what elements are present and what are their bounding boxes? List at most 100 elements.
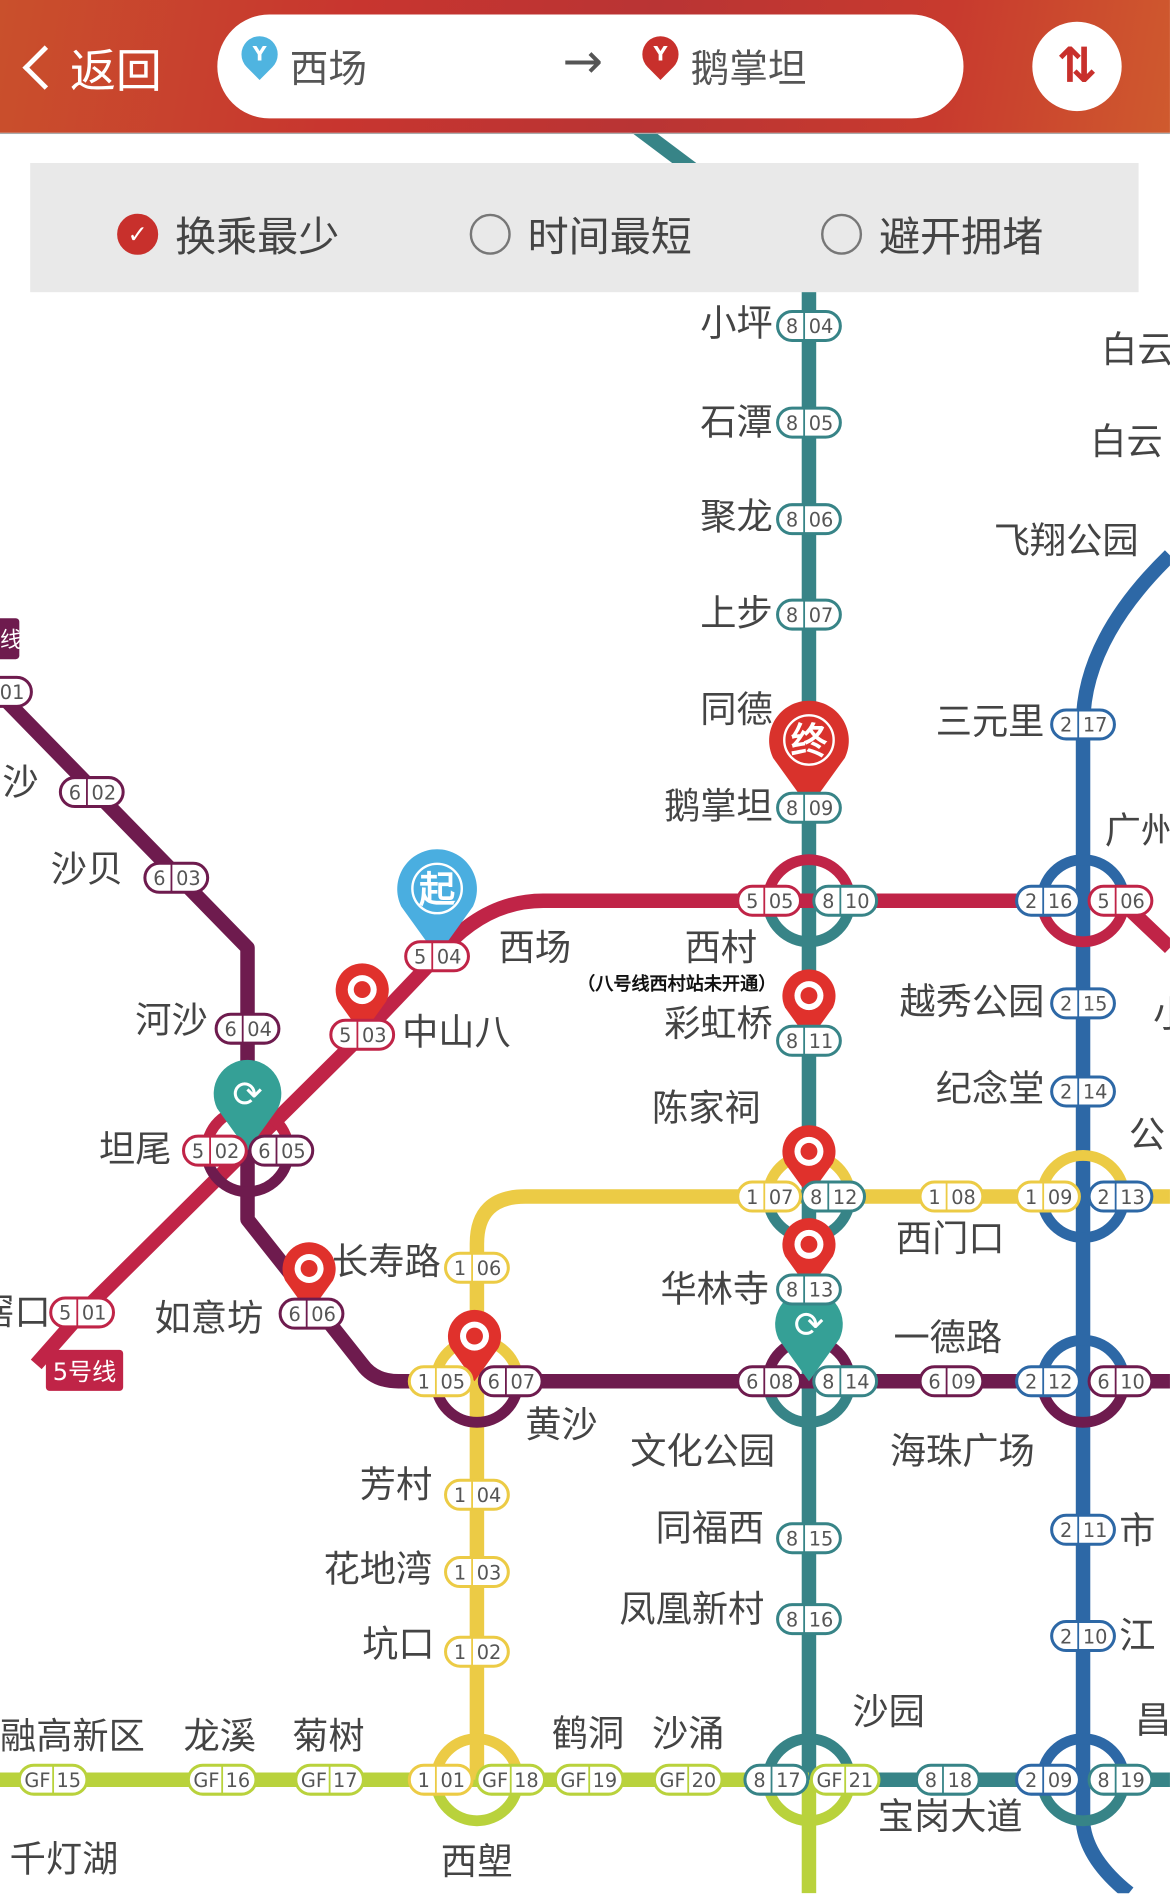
station-label[interactable]: 沙 — [2, 760, 38, 803]
station-label[interactable]: 坦尾 — [99, 1128, 171, 1171]
station-label[interactable]: 西村 — [685, 926, 757, 969]
to-station[interactable]: 鹅掌坦 — [690, 45, 807, 92]
station-label[interactable]: 上步 — [700, 591, 772, 634]
station-label[interactable]: 沙贝 — [51, 847, 123, 890]
station-label[interactable]: 昌 — [1135, 1699, 1170, 1742]
station-label[interactable]: 陈家祠 — [652, 1086, 761, 1129]
station-label[interactable]: 聚龙 — [700, 495, 772, 538]
station-label[interactable]: 融高新区 — [0, 1714, 145, 1757]
station-label[interactable]: 小坪 — [700, 302, 772, 345]
station-label[interactable]: 滘口 — [0, 1291, 51, 1334]
station-label[interactable]: 白云 — [1101, 328, 1170, 371]
station-label[interactable]: 市 — [1119, 1509, 1155, 1552]
option-avoid-congestion[interactable]: 避开拥堵 — [821, 204, 1043, 263]
station-label[interactable]: 宝岗大道 — [878, 1795, 1023, 1838]
waypoint-pin-icon[interactable] — [782, 1125, 836, 1197]
waypoint-pin-icon[interactable] — [782, 1218, 836, 1290]
station-label[interactable]: 坑口 — [362, 1623, 434, 1666]
station-label[interactable]: 文化公园 — [630, 1429, 775, 1472]
station-label[interactable]: 海珠广场 — [890, 1429, 1035, 1472]
waypoint-pin-icon[interactable] — [335, 963, 389, 1035]
station-label[interactable]: 鹅掌坦 — [664, 785, 773, 828]
option-least-transfer[interactable]: ✓换乘最少 — [117, 204, 339, 263]
option-shortest-time[interactable]: 时间最短 — [469, 204, 692, 263]
station-label[interactable]: 龙溪 — [184, 1714, 256, 1757]
route-field[interactable]: Y 西场 → Y 鹅掌坦 — [217, 14, 964, 119]
station-label[interactable]: 菊树 — [292, 1714, 364, 1757]
station-label[interactable]: 广州 — [1105, 809, 1170, 852]
waypoint-pin-icon[interactable] — [447, 1309, 502, 1382]
station-badge[interactable]: 601 — [0, 675, 33, 708]
back-button[interactable]: 返回 — [17, 34, 162, 100]
station-label[interactable]: 沙涌 — [652, 1712, 724, 1755]
end-marker[interactable]: 终 — [769, 700, 849, 808]
station-label[interactable]: 彩虹桥 — [664, 1002, 773, 1045]
station-label[interactable]: 飞翔公园 — [994, 519, 1139, 562]
station-label[interactable]: 三元里 — [936, 700, 1045, 743]
swap-button[interactable]: ⇅ — [1032, 21, 1122, 112]
station-label[interactable]: 小 — [1153, 992, 1170, 1035]
station-label[interactable]: 西门口 — [896, 1217, 1005, 1260]
station-label[interactable]: 西场 — [499, 926, 571, 969]
waypoint-pin-icon[interactable] — [282, 1242, 336, 1314]
waypoint-pin-icon[interactable] — [782, 969, 836, 1041]
station-label[interactable]: 长寿路 — [332, 1240, 441, 1283]
station-label[interactable]: 中山八 — [402, 1010, 511, 1053]
station-label[interactable]: 纪念堂 — [936, 1067, 1045, 1110]
station-label[interactable]: 江 — [1119, 1614, 1155, 1657]
station-label[interactable]: 一德路 — [893, 1316, 1002, 1359]
station-label[interactable]: 华林寺 — [660, 1268, 769, 1311]
transfer-pin-icon[interactable]: ⟳ — [775, 1290, 843, 1382]
station-label[interactable]: 公 — [1129, 1113, 1165, 1156]
station-label[interactable]: 凤凰新村 — [619, 1588, 764, 1631]
station-label[interactable]: 白云 — [1090, 420, 1162, 463]
station-label[interactable]: 西塱 — [441, 1840, 513, 1883]
